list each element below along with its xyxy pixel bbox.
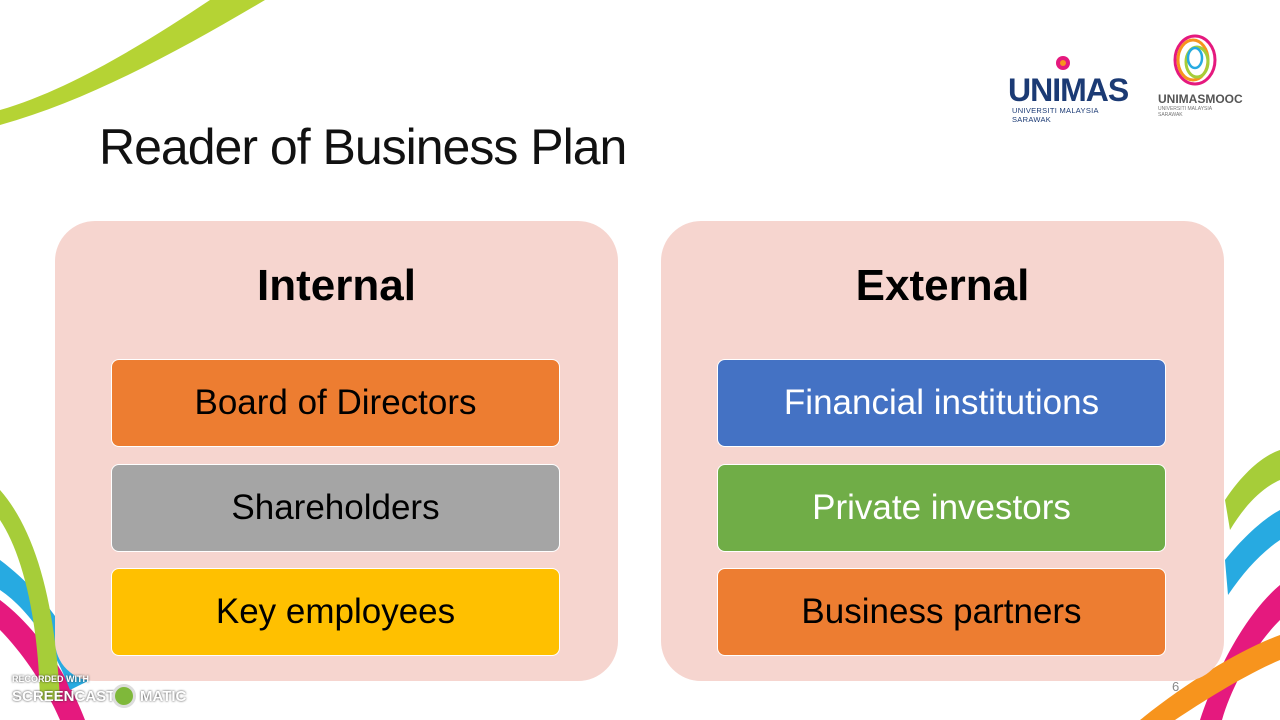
unimas-logo-subtitle: UNIVERSITI MALAYSIA SARAWAK <box>1012 106 1099 124</box>
internal-item-key-employees: Key employees <box>111 568 560 656</box>
internal-panel-title: Internal <box>257 261 416 310</box>
green-swoosh-bottom-right <box>1225 450 1280 530</box>
internal-panel: Internal Board of Directors Shareholders… <box>55 221 618 681</box>
mooc-rings-icon <box>1173 34 1217 86</box>
orange-swoosh-bottom-right <box>1140 635 1280 720</box>
green-swoosh-top <box>0 0 265 125</box>
external-item-business-partners: Business partners <box>717 568 1166 656</box>
mooc-logo-text: UNIMASMOOC <box>1158 92 1243 106</box>
external-panel-title: External <box>855 261 1030 310</box>
unimas-logo-text: UNIMAS <box>1008 72 1129 108</box>
unimas-emblem-icon <box>1056 56 1070 70</box>
blue-swoosh-bottom-right <box>1225 510 1280 595</box>
watermark-matic: MATIC <box>140 688 187 705</box>
screencast-logo-icon <box>112 684 136 708</box>
slide-number: 6 <box>1172 679 1180 694</box>
watermark-recorded-with: RECORDED WITH <box>12 674 89 684</box>
unimas-logo: UNIMAS UNIVERSITI MALAYSIA SARAWAK <box>1008 56 1136 124</box>
internal-item-shareholders: Shareholders <box>111 464 560 552</box>
external-item-financial-institutions: Financial institutions <box>717 359 1166 447</box>
external-panel: External Financial institutions Private … <box>661 221 1224 681</box>
unimas-mooc-logo: UNIMASMOOC UNIVERSITI MALAYSIA SARAWAK <box>1155 32 1243 118</box>
screencast-watermark: RECORDED WITH SCREENCAST MATIC <box>12 674 192 714</box>
external-item-private-investors: Private investors <box>717 464 1166 552</box>
watermark-screencast: SCREENCAST <box>12 688 116 705</box>
internal-item-board-of-directors: Board of Directors <box>111 359 560 447</box>
green-swoosh-bottom-left <box>0 490 60 700</box>
mooc-logo-subtitle: UNIVERSITI MALAYSIA SARAWAK <box>1158 106 1212 118</box>
slide-title: Reader of Business Plan <box>99 119 627 175</box>
